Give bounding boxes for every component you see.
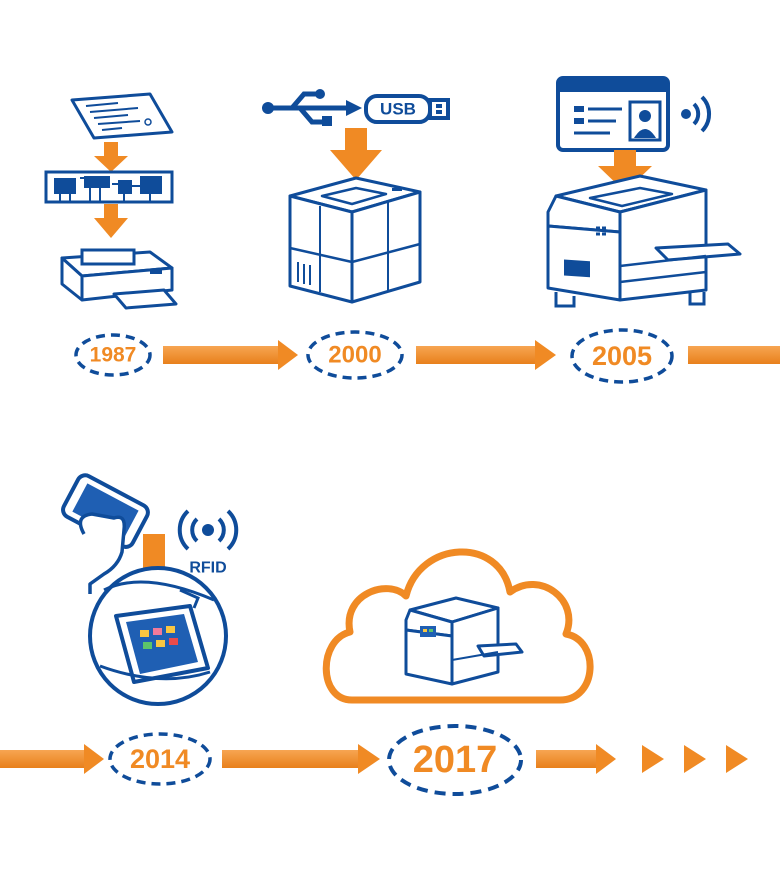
year-marker-2017: 2017 xyxy=(387,724,523,796)
timeline-arrow xyxy=(688,346,780,364)
year-label: 2000 xyxy=(328,342,381,369)
laser-printer-icon xyxy=(288,176,422,304)
year-marker-1987: 1987 xyxy=(74,333,152,377)
wireless-icon: RFID xyxy=(177,509,239,577)
year-label: 2014 xyxy=(130,744,190,774)
flow-arrow-down xyxy=(94,142,128,172)
touch-panel-icon xyxy=(88,566,228,706)
wireless-icon xyxy=(681,95,712,133)
usb-label: USB xyxy=(380,100,416,119)
usb-plug-icon: USB xyxy=(262,89,450,126)
year-label: 2005 xyxy=(592,341,652,371)
cloud-printer-icon xyxy=(404,596,524,686)
timeline-arrow xyxy=(222,744,380,774)
flow-arrow-down xyxy=(330,128,382,180)
timeline-arrow xyxy=(536,744,616,774)
year-label: 1987 xyxy=(90,344,137,367)
timeline-arrow xyxy=(416,340,556,370)
continuation-arrowhead xyxy=(642,745,664,773)
year-marker-2000: 2000 xyxy=(306,330,404,380)
hand-icon xyxy=(78,512,127,594)
timeline-arrow xyxy=(0,744,104,774)
continuation-arrowhead xyxy=(684,745,706,773)
circuit-board-icon xyxy=(44,170,174,204)
inkjet-printer-icon xyxy=(60,248,178,310)
year-marker-2005: 2005 xyxy=(570,328,674,384)
document-icon xyxy=(70,92,174,140)
rfid-label: RFID xyxy=(189,560,226,577)
continuation-arrowhead xyxy=(726,745,748,773)
timeline-arrow xyxy=(163,340,298,370)
id-card-icon xyxy=(556,76,670,152)
year-label: 2017 xyxy=(413,739,498,781)
multifunction-printer-icon xyxy=(546,174,742,308)
year-marker-2014: 2014 xyxy=(108,732,212,786)
flow-arrow-down xyxy=(94,204,128,238)
